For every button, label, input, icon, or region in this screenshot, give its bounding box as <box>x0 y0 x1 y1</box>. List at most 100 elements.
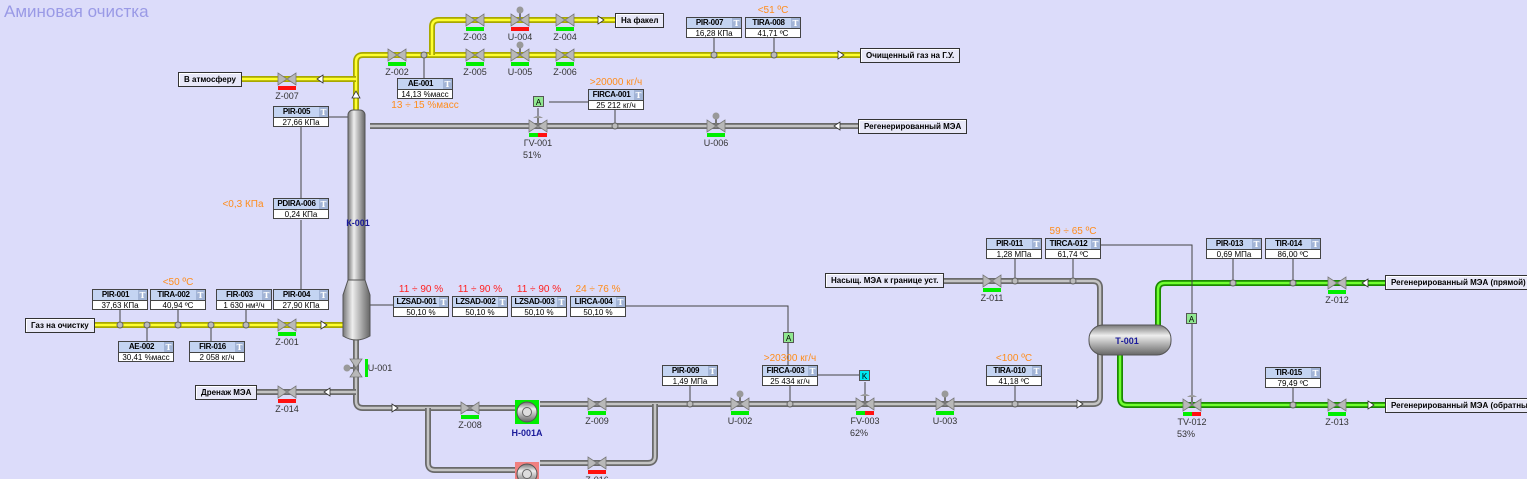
tap-point <box>242 321 250 329</box>
valve-body-icon <box>460 401 480 415</box>
valve-z-007[interactable] <box>277 72 297 90</box>
stream-gas-in[interactable]: Газ на очистку <box>25 318 95 333</box>
trend-button[interactable]: T <box>319 107 328 117</box>
trend-button[interactable]: T <box>634 90 643 100</box>
valve-u-005[interactable] <box>510 41 530 67</box>
stream-sat-mea[interactable]: Насыщ. МЭА к границе уст. <box>825 273 945 288</box>
stream-to-atm[interactable]: В атмосферу <box>178 72 242 87</box>
tap-point <box>786 400 794 408</box>
valve-z-008[interactable] <box>460 401 480 419</box>
trend-button[interactable]: T <box>708 366 717 376</box>
trend-button[interactable]: T <box>1032 239 1041 249</box>
stream-regen-return[interactable]: Регенерированный МЭА (обратный) <box>1385 398 1527 413</box>
trend-button[interactable]: T <box>319 199 328 209</box>
valve-z-001[interactable] <box>277 318 297 336</box>
valve-label: Z-007 <box>275 91 299 101</box>
trend-button[interactable]: T <box>616 297 625 307</box>
mode-lirca-mode[interactable]: A <box>783 332 794 343</box>
trend-button[interactable]: T <box>557 297 566 307</box>
valve-z-013[interactable] <box>1327 398 1347 416</box>
trend-button[interactable]: T <box>1311 368 1320 378</box>
valve-z-011[interactable] <box>982 274 1002 292</box>
trend-button[interactable]: T <box>164 342 173 352</box>
pump-discharge-pipe-highlight <box>540 350 1102 406</box>
vessel-t001[interactable] <box>1088 324 1172 356</box>
trend-button[interactable]: T <box>138 290 147 300</box>
valve-u-006[interactable] <box>706 112 726 138</box>
valve-z-009[interactable] <box>587 397 607 415</box>
trend-button[interactable]: T <box>439 297 448 307</box>
trend-button[interactable]: T <box>791 18 800 28</box>
stream-regen-mea-top[interactable]: Регенерированный МЭА <box>858 119 968 134</box>
valve-z-003[interactable] <box>465 13 485 31</box>
valve-z-012[interactable] <box>1327 276 1347 294</box>
valve-tv-012[interactable] <box>1182 395 1202 416</box>
trend-button[interactable]: T <box>1252 239 1261 249</box>
trend-button[interactable]: T <box>498 297 507 307</box>
trend-button[interactable]: T <box>1032 366 1041 376</box>
trend-button[interactable]: T <box>1311 239 1320 249</box>
valve-z-006[interactable] <box>555 48 575 66</box>
valve-u-001[interactable] <box>343 358 369 378</box>
valve-fv-003[interactable] <box>855 394 875 415</box>
valve-z-004[interactable] <box>555 13 575 31</box>
trend-button[interactable]: T <box>808 366 817 376</box>
flow-arrow-icon <box>1367 400 1375 410</box>
trend-button[interactable]: T <box>319 290 328 300</box>
tag-name: PIR-004 <box>282 290 311 299</box>
stream-clean-gas[interactable]: Очищенный газ на Г.У. <box>860 48 961 63</box>
trend-button[interactable]: T <box>732 18 741 28</box>
valve-z-002[interactable] <box>387 48 407 66</box>
valve-u-003[interactable] <box>935 390 955 416</box>
tag-value: 86,00 ºС <box>1277 250 1309 259</box>
stream-to-flare[interactable]: На факел <box>615 13 665 28</box>
stream-regen-direct[interactable]: Регенерированный МЭА (прямой) <box>1385 275 1527 290</box>
valve-u-004[interactable] <box>510 6 530 32</box>
tag-name: PIR-005 <box>282 107 311 116</box>
valve-z-014[interactable] <box>277 385 297 403</box>
valve-body-icon <box>387 48 407 62</box>
trend-button[interactable]: T <box>196 290 205 300</box>
trend-button[interactable]: T <box>443 79 452 89</box>
flow-arrow-icon <box>837 50 845 60</box>
valve-u-002[interactable] <box>730 390 750 416</box>
trend-button[interactable]: T <box>235 342 244 352</box>
valve-гv-001[interactable] <box>528 116 548 137</box>
tap-point <box>611 122 619 130</box>
mode-fv003-mode[interactable]: K <box>859 370 870 381</box>
stream-drain[interactable]: Дренаж МЭА <box>195 385 258 400</box>
trend-button[interactable]: T <box>262 290 271 300</box>
trend-button[interactable]: T <box>1091 239 1100 249</box>
valve-z-005[interactable] <box>465 48 485 66</box>
mode-fv001-mode[interactable]: A <box>533 96 544 107</box>
valve-z-016[interactable] <box>587 456 607 474</box>
mode-tv012-mode[interactable]: A <box>1186 313 1197 324</box>
column-bottom-pipe <box>353 340 515 411</box>
